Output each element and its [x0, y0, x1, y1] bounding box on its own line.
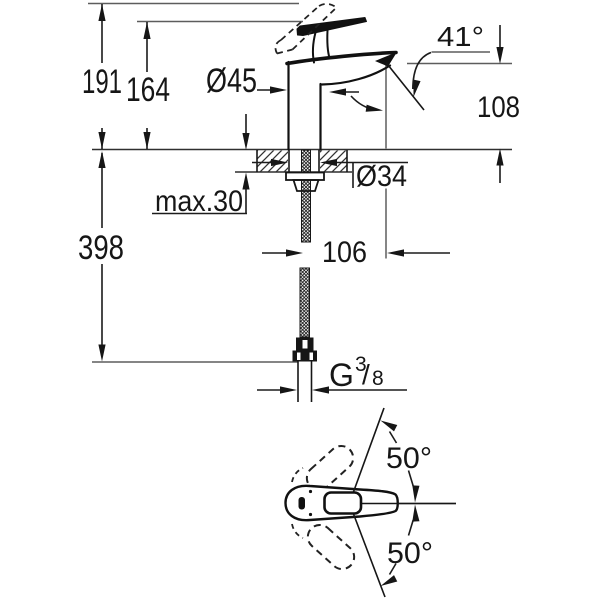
label-angle-41: 41° — [437, 21, 484, 52]
arc-41deg — [412, 51, 432, 90]
label-height-164: 164 — [126, 71, 170, 109]
handle-loop-cutout — [323, 491, 363, 515]
spout-underside — [320, 64, 392, 86]
hose-hex-nut — [292, 350, 317, 362]
handle-rotated-dashed — [291, 444, 356, 571]
cap-dot-bottom — [308, 512, 313, 517]
handle-pos-down-dashed — [306, 523, 356, 571]
label-swing-50-upper: 50° — [386, 442, 432, 475]
label-max-30: max.30 — [155, 185, 243, 218]
swing-angle-lines — [351, 407, 456, 598]
lever-neck-right — [326, 29, 331, 59]
threaded-rod — [301, 149, 311, 243]
dim-max30-shafts — [152, 114, 247, 215]
leaders-50-upper — [388, 431, 414, 487]
label-length-398: 398 — [78, 229, 124, 267]
hose-braid — [299, 267, 310, 338]
spout-tip — [375, 52, 397, 67]
lever-handle-solid — [296, 17, 367, 36]
label-thread-slash: / — [362, 359, 370, 390]
mounting-nut — [292, 179, 320, 192]
lever-handle-raised-dashed — [274, 2, 338, 55]
faucet-side-view — [274, 2, 425, 151]
cap-slot — [298, 497, 305, 510]
label-thread-numerator: 3 — [355, 353, 367, 376]
lever-neck-left — [312, 31, 317, 64]
supply-hose — [285, 149, 325, 402]
cap-dot-top — [308, 489, 313, 494]
swing-line-lower — [351, 509, 386, 598]
label-height-108: 108 — [477, 91, 520, 124]
label-height-191: 191 — [82, 63, 122, 101]
label-diameter-45: Ø45 — [206, 62, 257, 100]
spout-angle-line — [385, 62, 425, 111]
label-diameter-34: Ø34 — [356, 160, 407, 193]
dim-34-shafts — [252, 161, 408, 188]
reference-lines — [88, 2, 512, 505]
label-thread-g: G — [329, 357, 354, 393]
label-thread-denominator: 8 — [372, 367, 384, 390]
swing-line-upper — [351, 407, 385, 497]
handle-pos-up-dashed — [305, 444, 355, 492]
label-reach-106: 106 — [322, 236, 367, 269]
label-swing-50-lower: 50° — [387, 537, 433, 570]
leaders-50-lower — [388, 519, 414, 575]
faucet-plan-view — [284, 407, 456, 598]
spout-top-edge — [285, 50, 398, 66]
dimension-labels: 191 164 Ø45 41° 108 max.30 Ø34 398 106 G… — [78, 21, 520, 570]
mounting-washer — [285, 171, 325, 181]
